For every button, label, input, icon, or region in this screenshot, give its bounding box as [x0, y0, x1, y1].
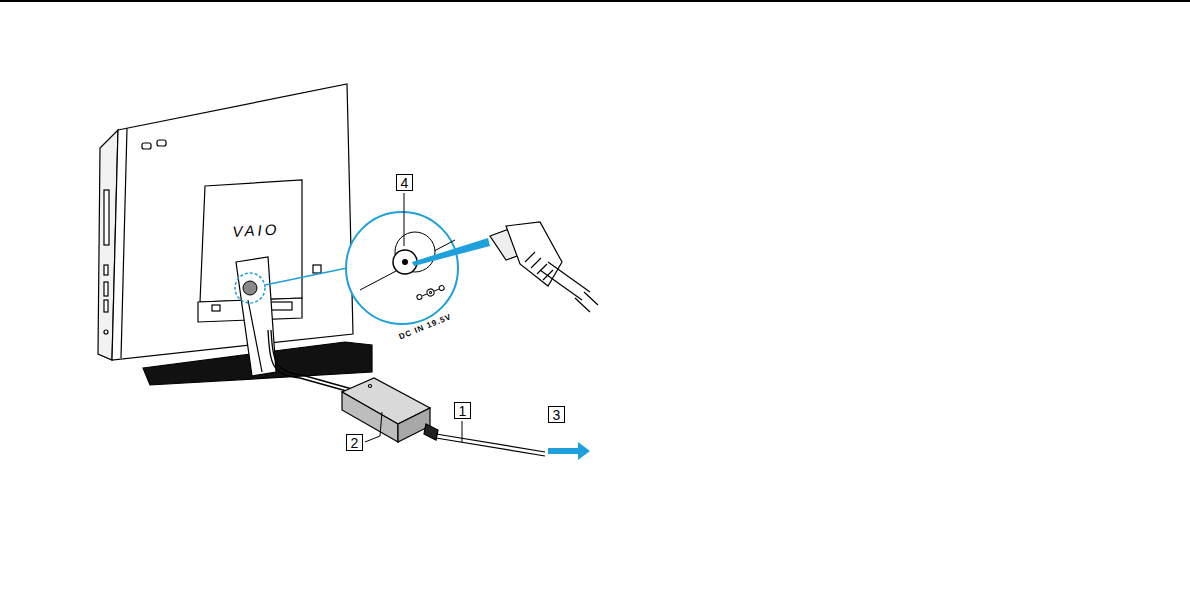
port-small — [243, 281, 257, 295]
callout-number: 3 — [548, 406, 565, 423]
callout-number: 1 — [454, 402, 471, 419]
brand-logo: VAIO — [232, 222, 280, 239]
top-rule — [0, 0, 1190, 2]
ac-adapter — [342, 378, 545, 456]
leader-lines — [365, 193, 462, 442]
zoom-detail — [346, 212, 490, 324]
callout-number: 2 — [346, 434, 363, 451]
outlet-arrow — [548, 442, 590, 460]
callout-number: 4 — [396, 174, 413, 191]
computer — [98, 84, 372, 385]
detail-leader — [265, 268, 347, 285]
dc-plug — [490, 222, 598, 312]
power-cord — [268, 330, 352, 392]
detail-marker — [235, 273, 265, 303]
